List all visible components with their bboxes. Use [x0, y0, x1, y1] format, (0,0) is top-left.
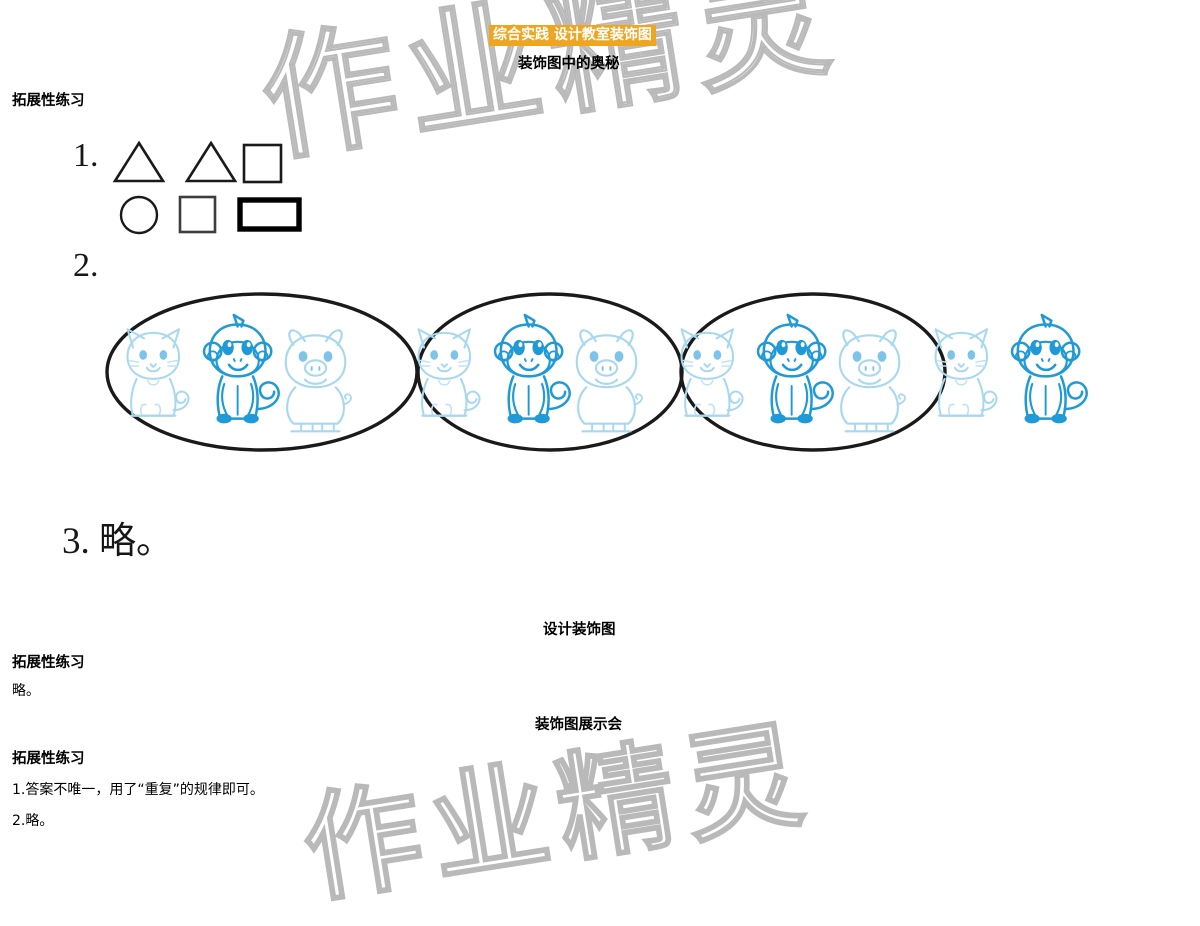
rectangle-shape-bold [237, 197, 303, 233]
exercise-label-design: 拓展性练习 [12, 655, 85, 671]
section-title-mystery: 装饰图中的奥秘 [518, 56, 620, 72]
item-3-text: 3. 略。 [62, 521, 173, 562]
square-shape [178, 195, 220, 237]
section-title-design: 设计装饰图 [543, 622, 616, 638]
square-shape [242, 143, 284, 185]
triangle-shape [184, 139, 238, 185]
showcase-answer-2: 2.略。 [12, 813, 54, 829]
chapter-banner: 综合实践 设计教室装饰图 [489, 25, 656, 46]
item-2-animal-pattern [100, 290, 1100, 455]
item-1-number: 1. [73, 137, 99, 174]
design-answer: 略。 [12, 683, 40, 699]
showcase-answer-1: 1.答案不唯一，用了“重复”的规律即可。 [12, 782, 264, 798]
worksheet-page: 作业精灵 作业精灵 综合实践 设计教室装饰图 装饰图中的奥秘 拓展性练习 1. [12, 0, 1100, 921]
animal-group-3 [679, 292, 947, 452]
item-2-number: 2. [73, 247, 99, 284]
animal-group-1 [105, 292, 419, 452]
circle-shape [118, 194, 160, 236]
exercise-label-mystery: 拓展性练习 [12, 93, 85, 109]
animal-group-2 [416, 292, 684, 452]
triangle-shape [112, 139, 166, 185]
section-title-showcase: 装饰图展示会 [535, 717, 622, 733]
exercise-label-showcase: 拓展性练习 [12, 751, 85, 767]
animal-group-4 [934, 313, 1088, 425]
